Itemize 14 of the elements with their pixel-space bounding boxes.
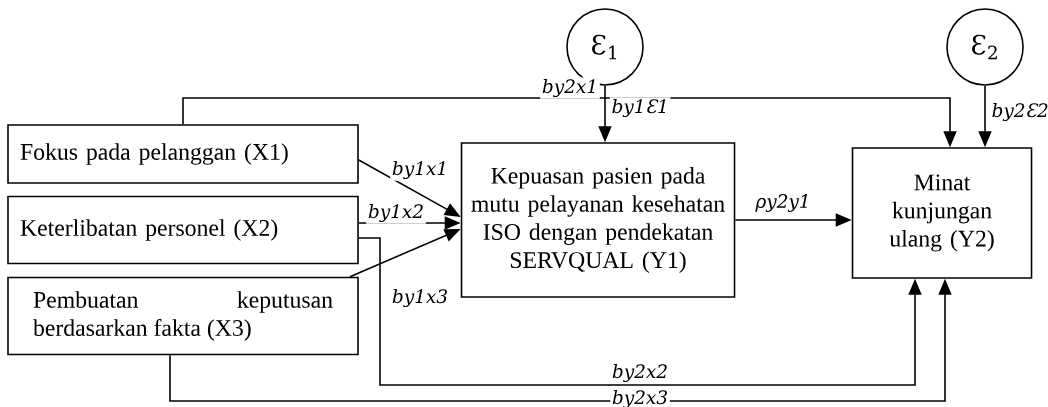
edge-label: by2Ɛ2 bbox=[989, 101, 1048, 123]
arrow bbox=[358, 237, 922, 386]
edge-label: by1Ɛ1 bbox=[609, 97, 671, 119]
variable-box: Fokus pada pelanggan (X1) bbox=[7, 124, 359, 184]
edge-label: by1x2 bbox=[366, 202, 426, 224]
variable-box: Kepuasan pasien pada mutu pelayanan kesehatan ISO dengan pendekatan SERVQUAL (Y1) bbox=[460, 142, 736, 298]
variable-box: Pembuatan keputusan berdasarkan fakta (X3) bbox=[7, 276, 359, 356]
variable-box: Minat kunjungan ulang (Y2) bbox=[851, 147, 1033, 279]
edge-label: by2x1 bbox=[540, 77, 600, 99]
edge-label: by1x1 bbox=[390, 159, 450, 181]
edge-label: by1x3 bbox=[390, 287, 450, 309]
variable-box: Keterlibatan personel (X2) bbox=[7, 195, 359, 265]
edge-label: ρy2y1 bbox=[753, 192, 813, 214]
edge-label: by2x2 bbox=[610, 362, 670, 384]
